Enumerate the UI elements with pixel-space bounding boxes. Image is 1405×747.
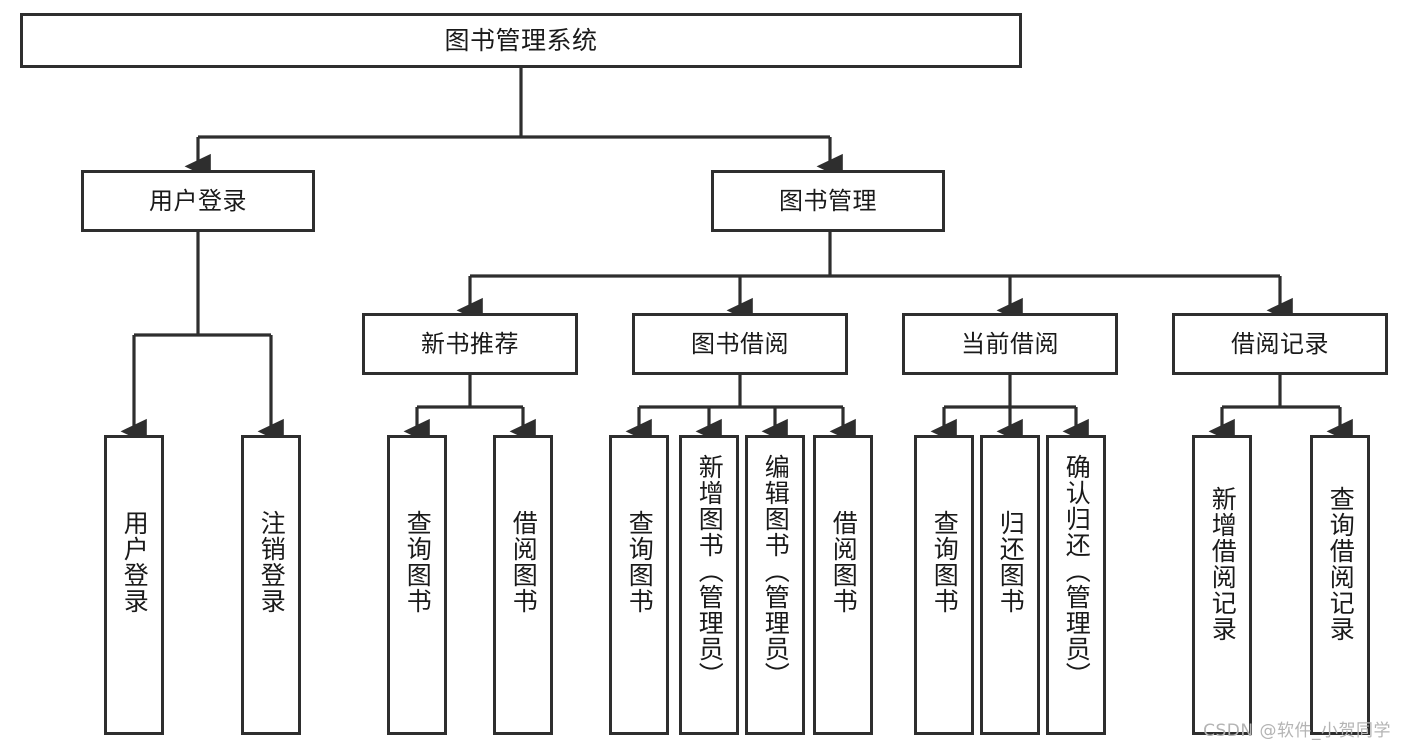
node-label: 确认归还（管理员）: [1062, 454, 1092, 688]
leaf-current-borrow-confirm-return-admin[interactable]: 确认归还（管理员）: [1046, 435, 1106, 735]
node-book-management[interactable]: 图书管理: [711, 170, 945, 232]
node-new-book-recommend[interactable]: 新书推荐: [362, 313, 578, 375]
node-label: 图书管理系统: [444, 25, 598, 55]
node-borrow-record[interactable]: 借阅记录: [1172, 313, 1388, 375]
node-book-borrow[interactable]: 图书借阅: [632, 313, 848, 375]
leaf-borrow-record-add-record[interactable]: 新增借阅记录: [1192, 435, 1252, 735]
node-label: 查询借阅记录: [1326, 486, 1356, 642]
node-label: 借阅图书: [829, 510, 859, 614]
node-label: 借阅记录: [1231, 329, 1329, 358]
leaf-book-borrow-borrow-book[interactable]: 借阅图书: [813, 435, 873, 735]
leaf-current-borrow-query-book[interactable]: 查询图书: [914, 435, 974, 735]
leaf-book-borrow-edit-book-admin[interactable]: 编辑图书（管理员）: [745, 435, 805, 735]
node-label: 编辑图书（管理员）: [761, 454, 791, 688]
node-label: 当前借阅: [961, 329, 1059, 358]
node-user-login[interactable]: 用户登录: [81, 170, 315, 232]
node-label: 新书推荐: [421, 329, 519, 358]
leaf-user-login-login[interactable]: 用户登录: [104, 435, 164, 735]
leaf-new-book-borrow-book[interactable]: 借阅图书: [493, 435, 553, 735]
node-label: 图书借阅: [691, 329, 789, 358]
node-label: 归还图书: [996, 510, 1026, 614]
leaf-current-borrow-return-book[interactable]: 归还图书: [980, 435, 1040, 735]
leaf-borrow-record-query-record[interactable]: 查询借阅记录: [1310, 435, 1370, 735]
node-label: 查询图书: [625, 510, 655, 614]
node-root-book-management-system[interactable]: 图书管理系统: [20, 13, 1022, 68]
node-current-borrow[interactable]: 当前借阅: [902, 313, 1118, 375]
node-label: 用户登录: [120, 510, 150, 614]
leaf-new-book-query-book[interactable]: 查询图书: [387, 435, 447, 735]
leaf-book-borrow-add-book-admin[interactable]: 新增图书（管理员）: [679, 435, 739, 735]
node-label: 借阅图书: [509, 510, 539, 614]
leaf-user-login-logout[interactable]: 注销登录: [241, 435, 301, 735]
node-label: 查询图书: [930, 510, 960, 614]
node-label: 用户登录: [149, 186, 247, 215]
node-label: 新增图书（管理员）: [695, 454, 725, 688]
node-label: 图书管理: [779, 186, 877, 215]
node-label: 注销登录: [257, 510, 287, 614]
node-label: 新增借阅记录: [1208, 486, 1238, 642]
node-label: 查询图书: [403, 510, 433, 614]
leaf-book-borrow-query-book[interactable]: 查询图书: [609, 435, 669, 735]
